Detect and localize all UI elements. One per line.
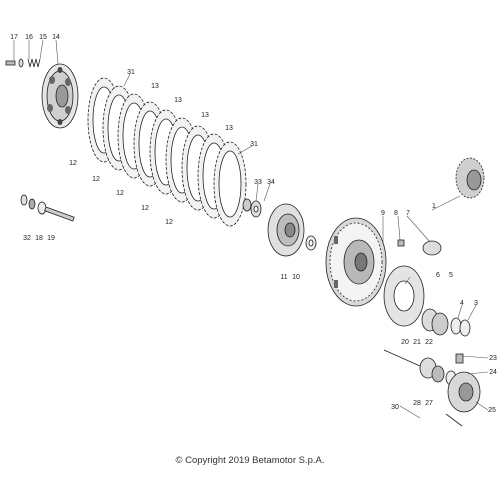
damper-plate: [383, 265, 425, 327]
callout-1: 1: [432, 203, 436, 210]
callout-14: 14: [52, 34, 60, 41]
callout-25: 25: [488, 407, 496, 414]
nut-washer-set: [242, 198, 262, 218]
callout-34: 34: [267, 179, 275, 186]
callout-13: 13: [151, 83, 159, 90]
callout-22: 22: [425, 339, 433, 346]
clutch-basket: [325, 217, 387, 307]
clutch-disc-stack: [87, 77, 247, 227]
callout-12: 12: [165, 219, 173, 226]
callout-31: 31: [127, 69, 135, 76]
clutch-release-actuator: [383, 349, 481, 427]
callout-5: 5: [449, 272, 453, 279]
primary-drive-gear: [455, 157, 485, 199]
callout-23: 23: [489, 355, 497, 362]
callout-11: 11: [280, 274, 287, 281]
pin-and-bush: [397, 239, 442, 256]
callout-15: 15: [39, 34, 47, 41]
callout-19: 19: [47, 235, 55, 242]
callout-32: 32: [23, 235, 31, 242]
copyright-notice: © Copyright 2019 Betamotor S.p.A.: [175, 455, 325, 466]
callout-13: 13: [174, 97, 182, 104]
callout-12: 12: [141, 205, 149, 212]
callout-27: 27: [425, 400, 433, 407]
callout-13: 13: [225, 125, 233, 132]
callout-18: 18: [35, 235, 43, 242]
callout-33: 33: [254, 179, 262, 186]
callout-12: 12: [92, 176, 100, 183]
push-rod-assembly: [20, 194, 75, 222]
clutch-inner-hub: [267, 203, 317, 257]
leader-lines: [13, 39, 489, 419]
bushing-and-washers: [421, 308, 471, 337]
callout-10: 10: [292, 274, 300, 281]
callout-9: 9: [381, 210, 385, 217]
callout-8: 8: [394, 210, 398, 217]
callout-12: 12: [116, 190, 124, 197]
callout-20: 20: [401, 339, 409, 346]
callout-24: 24: [489, 369, 497, 376]
callout-30: 30: [391, 404, 399, 411]
callout-3: 3: [474, 300, 478, 307]
callout-12: 12: [69, 160, 77, 167]
callout-13: 13: [201, 112, 209, 119]
callout-31: 31: [250, 141, 258, 148]
callout-4: 4: [460, 300, 464, 307]
callout-6: 6: [436, 272, 440, 279]
callout-21: 21: [413, 339, 421, 346]
part-callouts: 17 16 15 14 31 13 13 13 13 31 12 12 12 1…: [10, 34, 497, 414]
callout-7: 7: [406, 210, 410, 217]
callout-28: 28: [413, 400, 421, 407]
pressure-plate: [41, 63, 79, 129]
spring-bolt-set: [5, 58, 41, 68]
callout-16: 16: [25, 34, 33, 41]
callout-17: 17: [10, 34, 18, 41]
